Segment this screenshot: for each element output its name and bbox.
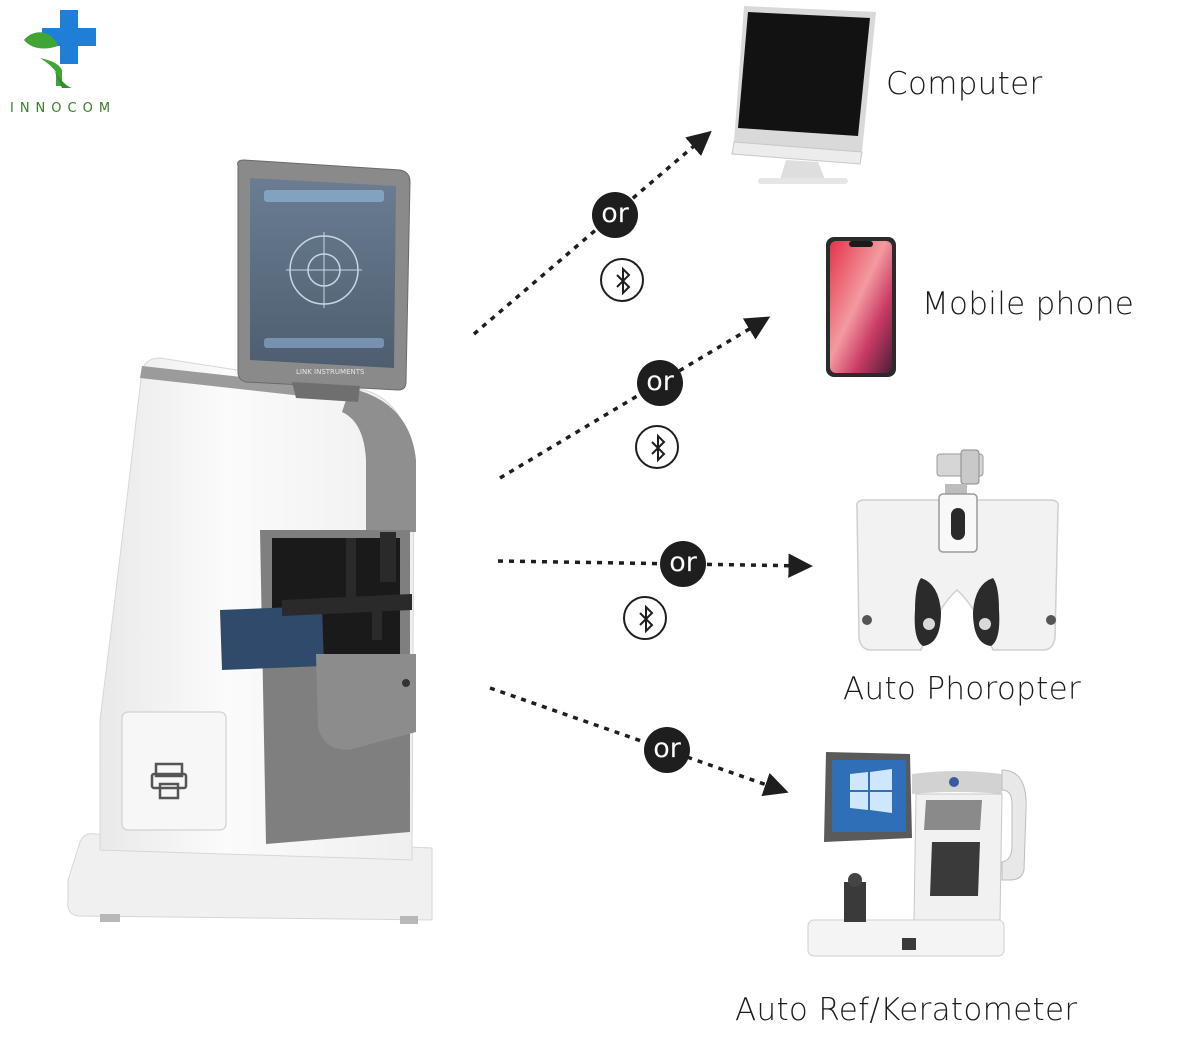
target-label-mobile: Mobile phone (922, 286, 1135, 322)
brand-name: INNOCOM (10, 101, 117, 116)
auto-phoropter-icon (845, 448, 1070, 658)
target-label-keratometer: Auto Ref/Keratometer (735, 992, 1078, 1028)
printer-icon (150, 762, 188, 800)
or-badge-keratometer: or (644, 727, 690, 773)
auto-ref-keratometer-icon (806, 750, 1031, 965)
target-label-phoropter: Auto Phoropter (843, 671, 1082, 707)
or-badge-mobile: or (637, 360, 683, 406)
arrow-to-mobile (499, 316, 771, 480)
bluetooth-icon (623, 596, 667, 640)
bluetooth-icon (635, 425, 679, 469)
brand-logo: INNOCOM (0, 0, 140, 120)
logo-mark-icon (24, 10, 96, 88)
arrow-to-phoropter (497, 553, 813, 578)
arrow-to-keratometer (489, 686, 789, 797)
or-badge-phoropter: or (660, 541, 706, 587)
bluetooth-icon (600, 258, 644, 302)
computer-icon (728, 4, 878, 190)
screen-brand: LINK INSTRUMENTS (296, 368, 365, 376)
or-badge-computer: or (592, 192, 638, 238)
lensmeter-icon: LINK INSTRUMENTS (60, 159, 440, 940)
target-label-computer: Computer (886, 66, 1043, 102)
mobile-phone-icon (825, 236, 897, 378)
arrow-to-computer (472, 130, 712, 336)
